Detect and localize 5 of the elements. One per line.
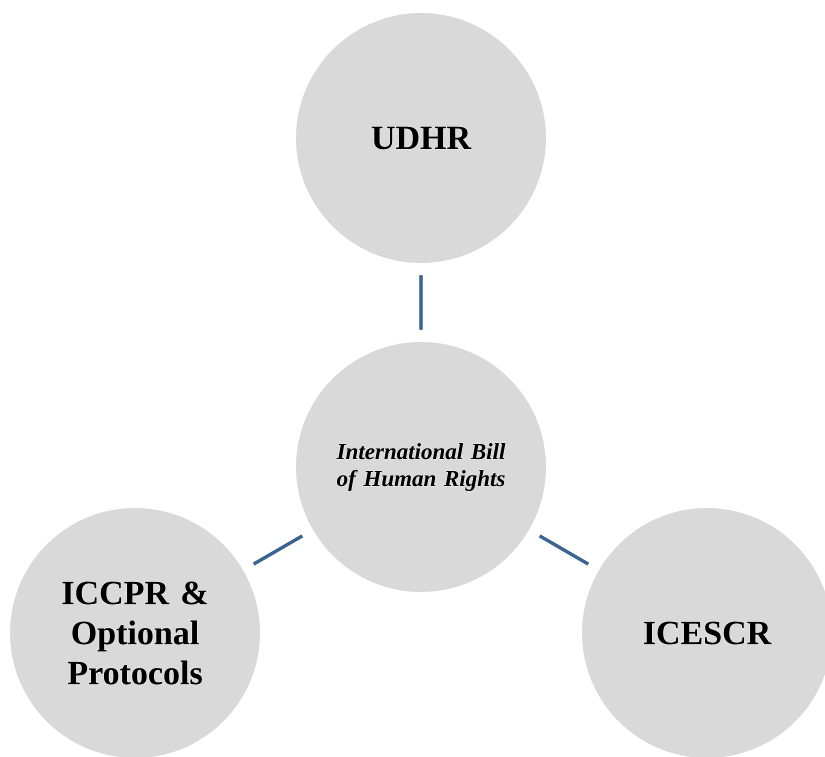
connector-line (419, 275, 423, 330)
connector-line (538, 534, 590, 566)
connector-line (252, 534, 304, 566)
circle-node: International Bill of Human Rights (296, 342, 546, 592)
circle-node: UDHR (296, 13, 546, 263)
